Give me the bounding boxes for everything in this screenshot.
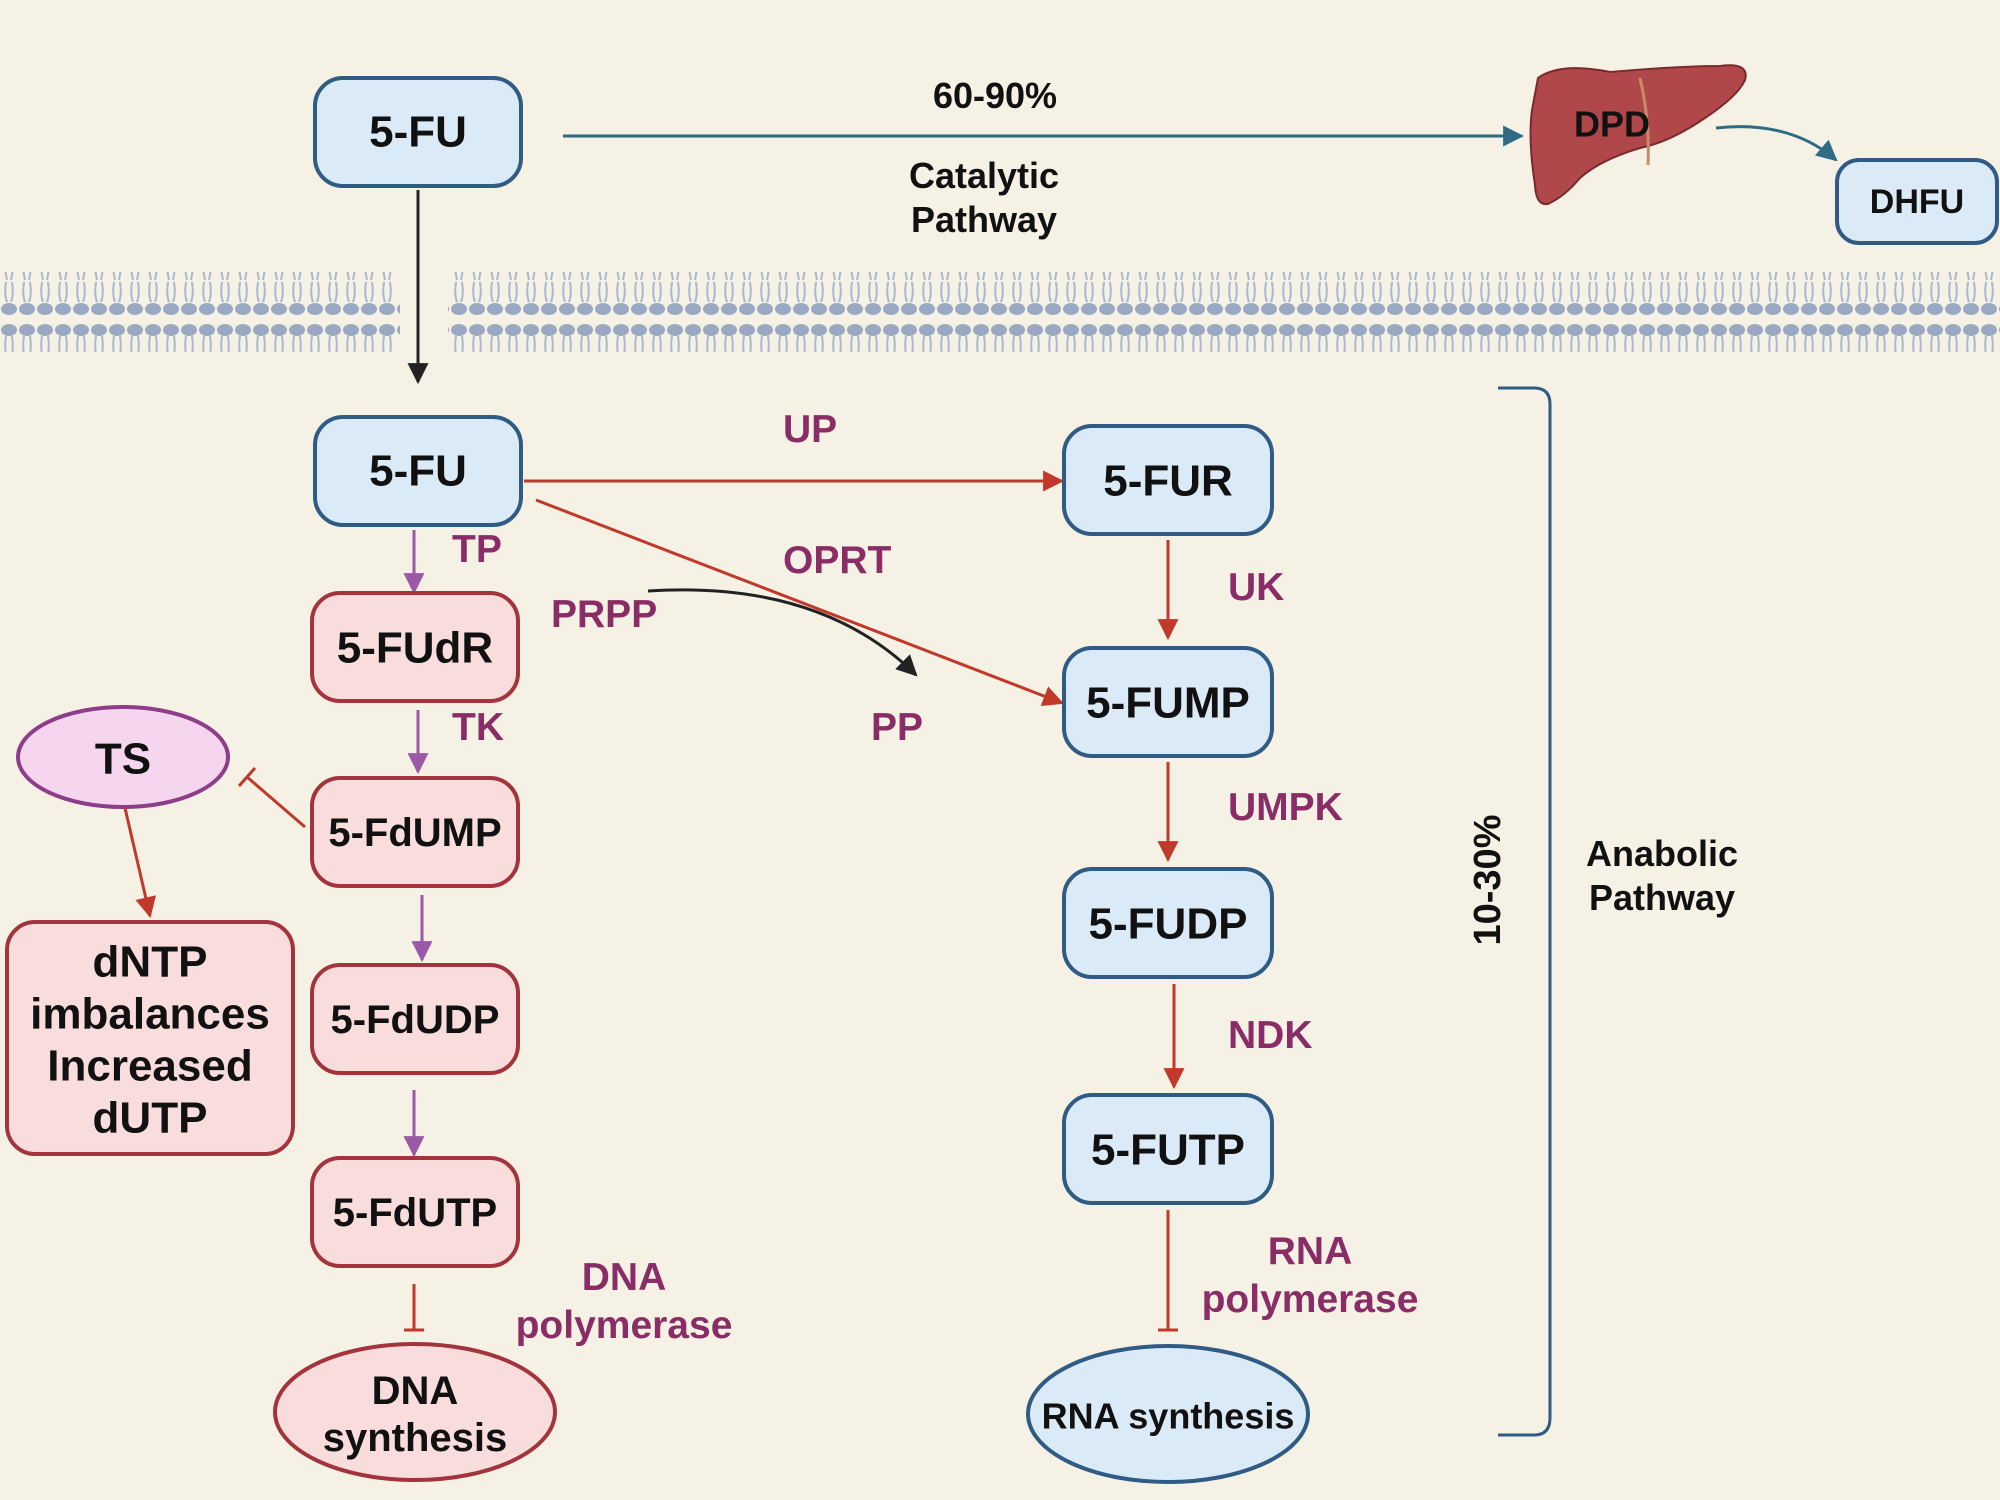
fump-node: 5-FUMP [1062,646,1274,758]
fu-inner-label: 5-FU [369,447,467,496]
dna-polymerase-line1: DNA [582,1256,667,1299]
dna-polymerase-line2: polymerase [516,1304,733,1347]
catalytic-pathway-line1: Catalytic [909,155,1059,196]
fdump-inhibits-ts-line [246,775,306,829]
enzyme-prpp: PRPP [551,593,657,636]
dna-synthesis-line1: DNA [372,1369,459,1413]
fdutp-label: 5-FdUTP [333,1191,497,1235]
fudr-label: 5-FUdR [337,624,493,673]
enzyme-tk: TK [452,706,504,749]
ts-node: TS [16,705,230,809]
fur-node: 5-FUR [1062,424,1274,536]
enzyme-umpk: UMPK [1228,786,1343,829]
dhfu-label: DHFU [1870,183,1964,221]
catalytic-pathway-line2: Pathway [911,199,1057,240]
cell-membrane-icon [0,272,2000,352]
dntp-line2: imbalances [30,990,270,1039]
fudp-label: 5-FUDP [1089,900,1248,949]
ts-to-dntp-arrow [123,807,156,919]
dntp-imbalance-node: dNTP imbalances Increased dUTP [5,920,295,1156]
dntp-line4: dUTP [93,1094,208,1143]
futp-label: 5-FUTP [1091,1126,1245,1175]
fdudp-node: 5-FdUDP [310,963,520,1075]
rna-synthesis-node: RNA synthesis [1026,1344,1310,1484]
fdudp-label: 5-FdUDP [331,998,500,1042]
fdump-inhibits-ts-bar [237,767,257,787]
dpd-to-dhfu-arrow [1715,125,1838,162]
enzyme-pp: PP [871,706,923,749]
fu-top-label: 5-FU [369,108,467,157]
enzyme-uk: UK [1228,566,1284,609]
dpd-label: DPD [1574,104,1650,145]
dntp-line3: Increased [47,1042,252,1091]
rna-polymerase-line1: RNA [1268,1230,1353,1273]
anabolic-pathway-line2: Pathway [1589,877,1735,918]
enzyme-tp: TP [452,528,502,571]
fu-to-fump-arrow [535,498,1064,706]
dntp-line1: dNTP [93,938,208,987]
fu-inner-node: 5-FU [313,415,523,527]
futp-node: 5-FUTP [1062,1093,1274,1205]
rna-synthesis-label: RNA synthesis [1042,1396,1295,1437]
enzyme-up: UP [783,408,837,451]
fdump-node: 5-FdUMP [310,776,520,888]
anabolic-pathway-line1: Anabolic [1586,833,1738,874]
anabolic-percent: 10-30% [1467,815,1509,946]
enzyme-ndk: NDK [1228,1014,1313,1057]
liver-icon [1529,64,1747,206]
fdutp-node: 5-FdUTP [310,1156,520,1268]
dna-synthesis-node: DNA synthesis [273,1342,557,1482]
rna-polymerase-line2: polymerase [1202,1278,1419,1321]
fu-top-node: 5-FU [313,76,523,188]
fudr-node: 5-FUdR [310,591,520,703]
catalytic-percent: 60-90% [933,75,1057,116]
fump-label: 5-FUMP [1086,679,1250,728]
enzyme-oprt: OPRT [783,539,892,582]
fdump-label: 5-FdUMP [328,811,501,855]
anabolic-bracket [1498,386,1552,1437]
fur-label: 5-FUR [1103,457,1233,506]
dna-synthesis-line2: synthesis [323,1416,508,1460]
ts-label: TS [95,735,151,784]
fudp-node: 5-FUDP [1062,867,1274,979]
prpp-to-pp-arrow [647,588,918,677]
dhfu-node: DHFU [1835,158,1999,245]
